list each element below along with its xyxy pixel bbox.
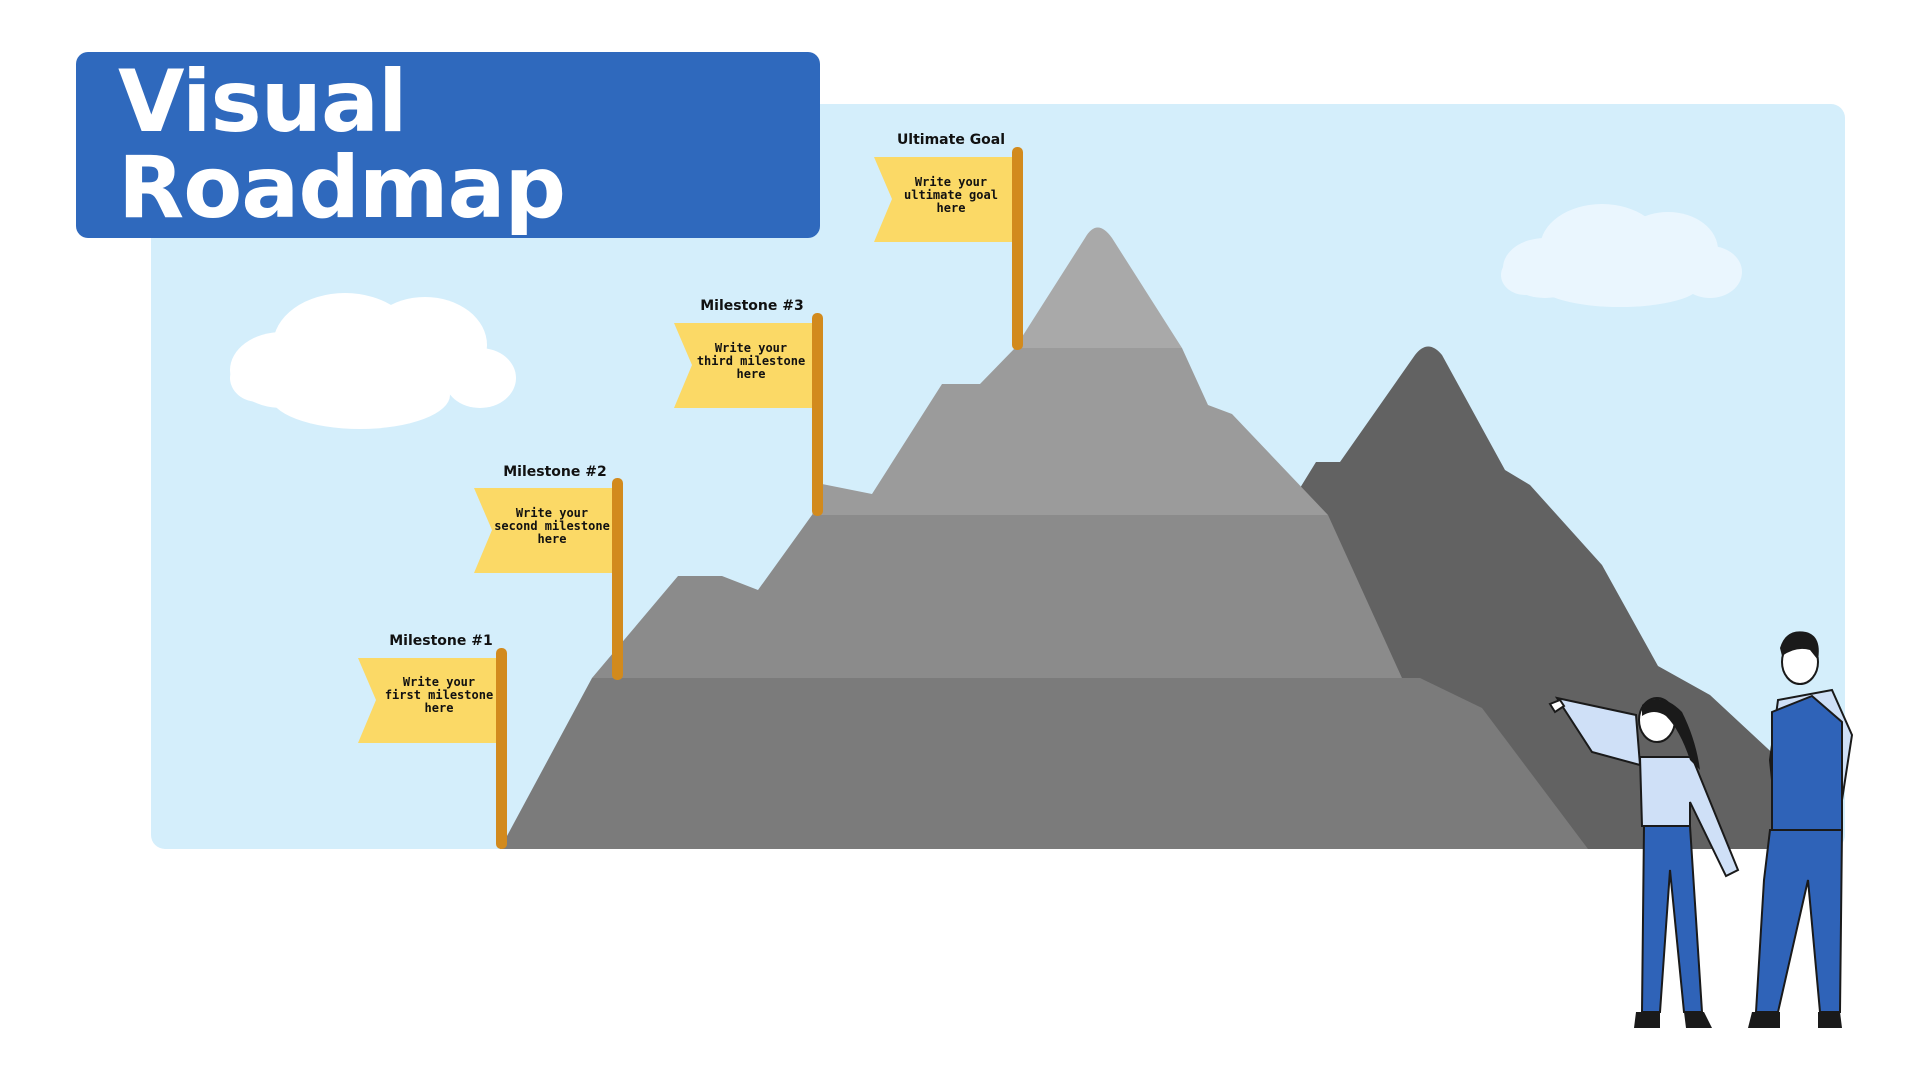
woman-figure [1548, 696, 1740, 1028]
milestone-2-text: Write your second milestone here [482, 507, 622, 546]
flag-pole-3 [812, 313, 823, 516]
milestone-3-line-1: Write your [714, 341, 788, 355]
cloud-right [1501, 204, 1742, 307]
flag-pole-2 [612, 478, 623, 680]
page-title: Visual Roadmap [118, 52, 566, 238]
milestone-1-text: Write your first milestone here [369, 676, 509, 715]
milestone-1-line-1: Write your [402, 675, 476, 689]
milestone-1-line-2: first milestone [384, 688, 494, 702]
flag-pole-4 [1012, 147, 1023, 350]
milestone-flag-1 [358, 648, 507, 849]
milestone-flag-3 [674, 313, 823, 516]
flag-banner-4 [874, 157, 1012, 242]
flag-pole-1 [496, 648, 507, 849]
mountain-tier-3 [812, 348, 1328, 515]
ultimate-goal-line-2: ultimate goal [904, 188, 998, 202]
mountain-tier-2 [592, 515, 1402, 678]
milestone-2-line-1: Write your [515, 506, 589, 520]
ultimate-goal-label: Ultimate Goal [896, 132, 1006, 148]
milestone-flag-2 [474, 478, 623, 680]
ultimate-goal-text: Write your ultimate goal here [881, 176, 1021, 215]
milestone-2-label: Milestone #2 [503, 464, 607, 480]
title-banner: Visual Roadmap [76, 52, 820, 238]
flag-banner-2 [474, 488, 612, 573]
flag-banner-1 [358, 658, 496, 743]
man-figure [1748, 631, 1854, 1028]
cloud-left [230, 293, 516, 429]
milestone-3-text: Write your third milestone here [681, 342, 821, 381]
mountain-tier-1 [500, 678, 1588, 849]
milestone-3-line-3: here [736, 367, 766, 381]
milestone-3-label: Milestone #3 [700, 298, 804, 314]
milestone-2-line-2: second milestone [494, 519, 610, 533]
ultimate-goal-line-1: Write your [914, 175, 988, 189]
milestone-3-line-2: third milestone [696, 354, 806, 368]
ultimate-goal-flag [874, 147, 1023, 350]
milestone-2-line-3: here [537, 532, 567, 546]
flag-banner-3 [674, 323, 812, 408]
ultimate-goal-line-3: here [936, 201, 966, 215]
milestone-1-label: Milestone #1 [389, 633, 493, 649]
milestone-1-line-3: here [424, 701, 454, 715]
mountain-tier-4 [1015, 227, 1182, 348]
